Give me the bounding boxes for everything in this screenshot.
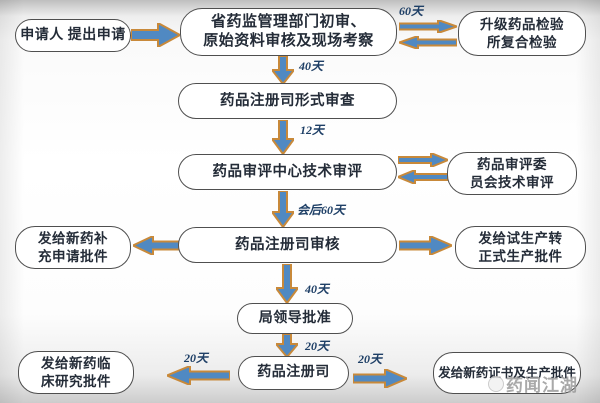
node-supplement-approval: 发给新药补 充申请批件 (15, 226, 131, 269)
watermark: 药闻江湖 (488, 371, 578, 396)
node-institute-line2: 所复合检验 (487, 34, 557, 50)
node-center-review-label: 药品审评中心技术审评 (212, 163, 363, 180)
node-applicant: 申请人 提出申请 (15, 19, 131, 52)
arrow-right-icon (131, 23, 180, 47)
duration-label-40days-2: 40天 (305, 282, 330, 296)
arrow-left-icon (167, 366, 230, 385)
node-applicant-label: 申请人 提出申请 (20, 27, 126, 43)
node-formal-review: 药品注册司形式审查 (178, 83, 397, 119)
watermark-logo-icon (488, 375, 504, 392)
node-registration-dept: 药品注册司 (238, 356, 349, 390)
node-bureau-approval: 局领导批准 (237, 303, 353, 334)
node-clinical-approval: 发给新药临 床研究批件 (18, 351, 134, 394)
node-certificate-approval: 发给新药证书及生产批件 (433, 352, 581, 394)
node-supplement-line2: 充申请批件 (38, 248, 108, 264)
node-provincial-review: 省药监管理部门初审、 原始资料审核及现场考察 (180, 8, 397, 56)
node-committee-review: 药品审评委 员会技术审评 (447, 152, 577, 195)
node-committee-line2: 员会技术审评 (470, 174, 554, 190)
arrow-right-icon (353, 369, 407, 388)
arrow-down-icon (276, 334, 298, 357)
arrow-right-icon (399, 236, 452, 255)
node-trial-production-approval: 发给试生产转 正式生产批件 (455, 226, 586, 269)
arrow-right-icon (399, 20, 457, 33)
node-supplement-line1: 发给新药补 (38, 231, 108, 247)
node-certificate-label: 发给新药证书及生产批件 (438, 366, 576, 380)
watermark-text: 药闻江湖 (506, 376, 578, 395)
duration-label-40days-1: 40天 (299, 59, 324, 73)
duration-label-12days: 12天 (300, 123, 325, 137)
node-institute-line1: 升级药品检验 (480, 17, 564, 33)
node-registration-review: 药品注册司审核 (178, 227, 397, 263)
node-center-technical-review: 药品审评中心技术审评 (178, 154, 397, 190)
arrow-left-icon (399, 36, 457, 49)
node-clinical-line1: 发给新药临 (41, 356, 111, 372)
node-registration-review-label: 药品注册司审核 (235, 236, 340, 253)
duration-label-20days-right: 20天 (358, 352, 383, 366)
duration-label-60days-after-meeting: 会后60天 (297, 203, 346, 217)
arrow-down-icon (272, 56, 294, 84)
node-registration-dept-label: 药品注册司 (257, 365, 330, 381)
arrow-left-icon (398, 170, 448, 184)
arrow-down-icon (272, 191, 294, 227)
node-trial-production-line2: 正式生产批件 (478, 248, 563, 264)
arrow-left-icon (133, 236, 179, 255)
node-clinical-line2: 床研究批件 (41, 373, 111, 389)
node-provincial-line1: 省药监管理部门初审、 (210, 13, 366, 30)
duration-label-20days-1: 20天 (305, 339, 330, 353)
duration-label-20days-left: 20天 (184, 351, 209, 365)
duration-label-60days-top: 60天 (399, 4, 424, 18)
node-institute-reinspection: 升级药品检验 所复合检验 (458, 11, 586, 56)
node-trial-production-line1: 发给试生产转 (478, 231, 563, 247)
arrow-right-icon (398, 153, 448, 167)
node-committee-line1: 药品审评委 (477, 157, 547, 173)
node-bureau-approval-label: 局领导批准 (258, 310, 332, 326)
node-formal-review-label: 药品注册司形式审查 (220, 92, 355, 109)
node-provincial-line2: 原始资料审核及现场考察 (203, 33, 374, 49)
arrow-down-icon (272, 120, 294, 154)
arrow-down-icon (276, 264, 298, 303)
